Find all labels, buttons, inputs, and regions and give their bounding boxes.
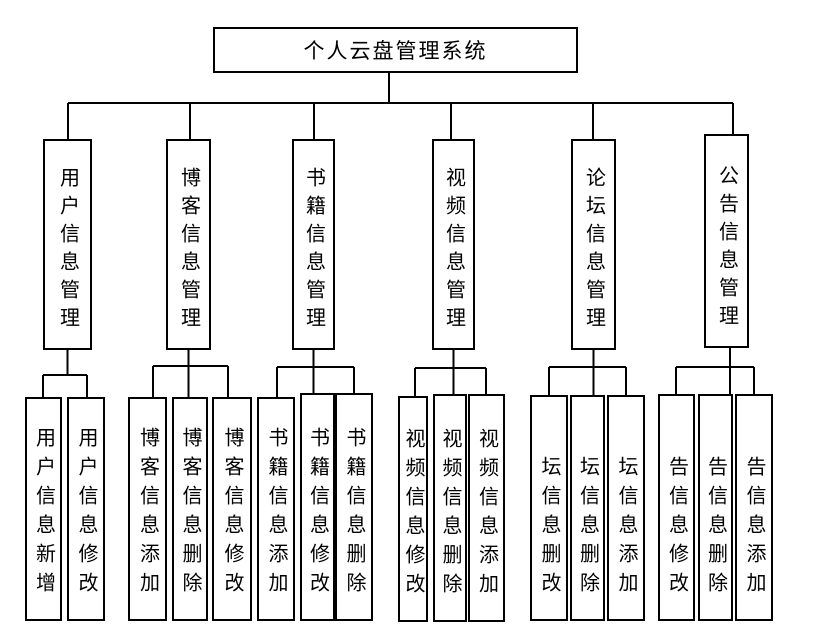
branch-node-blog-info: 博客信息管理 — [166, 139, 211, 350]
branch-node-label: 用户信息管理 — [56, 167, 79, 335]
leaf-node-video-add: 视频信息添加 — [468, 394, 505, 622]
branch-node-user-info: 用户信息管理 — [43, 139, 92, 350]
leaf-node-label: 用户信息新增 — [32, 427, 55, 601]
leaf-node-label: 视频信息删除 — [439, 428, 461, 602]
leaf-node-notice-modify: 告信息修改 — [658, 394, 695, 621]
leaf-node-user-add: 用户信息新增 — [25, 397, 62, 621]
leaf-node-forum-delete-modify: 坛信息删改 — [530, 395, 568, 621]
leaf-node-label: 书籍信息添加 — [265, 427, 287, 601]
branch-node-label: 论坛信息管理 — [582, 167, 605, 335]
leaf-node-label: 书籍信息删除 — [343, 427, 365, 601]
leaf-node-book-modify: 书籍信息修改 — [300, 393, 335, 621]
leaf-node-label: 视频信息添加 — [475, 428, 498, 602]
branch-node-forum-info: 论坛信息管理 — [571, 139, 616, 350]
leaf-node-label: 告信息添加 — [743, 456, 765, 601]
leaf-node-user-modify: 用户信息修改 — [67, 397, 105, 621]
root-node: 个人云盘管理系统 — [213, 27, 578, 73]
leaf-node-label: 博客信息添加 — [136, 427, 159, 601]
leaf-node-book-add: 书籍信息添加 — [257, 397, 295, 621]
leaf-node-label: 博客信息修改 — [221, 427, 243, 601]
leaf-node-label: 博客信息删除 — [179, 427, 201, 601]
leaf-node-notice-delete: 告信息删除 — [698, 394, 733, 621]
leaf-node-blog-modify: 博客信息修改 — [212, 397, 252, 621]
leaf-node-label: 书籍信息修改 — [306, 427, 329, 601]
branch-node-notice-info: 公告信息管理 — [704, 134, 749, 348]
leaf-node-book-delete: 书籍信息删除 — [335, 393, 373, 621]
root-node-label: 个人云盘管理系统 — [303, 39, 488, 63]
branch-node-video-info: 视频信息管理 — [432, 139, 475, 350]
leaf-node-forum-add: 坛信息添加 — [607, 395, 645, 621]
leaf-node-forum-delete: 坛信息删除 — [570, 395, 605, 621]
leaf-node-video-delete: 视频信息删除 — [433, 394, 467, 622]
branch-node-label: 视频信息管理 — [442, 167, 465, 335]
leaf-node-label: 视频信息修改 — [402, 428, 424, 602]
leaf-node-blog-delete: 博客信息删除 — [172, 397, 208, 621]
leaf-node-label: 坛信息删改 — [538, 456, 560, 601]
branch-node-label: 公告信息管理 — [715, 165, 738, 333]
leaf-node-label: 坛信息删除 — [576, 456, 599, 601]
branch-node-label: 书籍信息管理 — [302, 167, 325, 335]
leaf-node-label: 用户信息修改 — [75, 427, 97, 601]
leaf-node-label: 告信息修改 — [665, 456, 688, 601]
leaf-node-notice-add: 告信息添加 — [735, 394, 773, 621]
branch-node-book-info: 书籍信息管理 — [292, 139, 335, 350]
leaf-node-video-modify: 视频信息修改 — [398, 396, 428, 622]
leaf-node-label: 坛信息添加 — [615, 456, 637, 601]
leaf-node-blog-add: 博客信息添加 — [128, 397, 167, 621]
leaf-node-label: 告信息删除 — [704, 456, 727, 601]
branch-node-label: 博客信息管理 — [177, 167, 200, 335]
